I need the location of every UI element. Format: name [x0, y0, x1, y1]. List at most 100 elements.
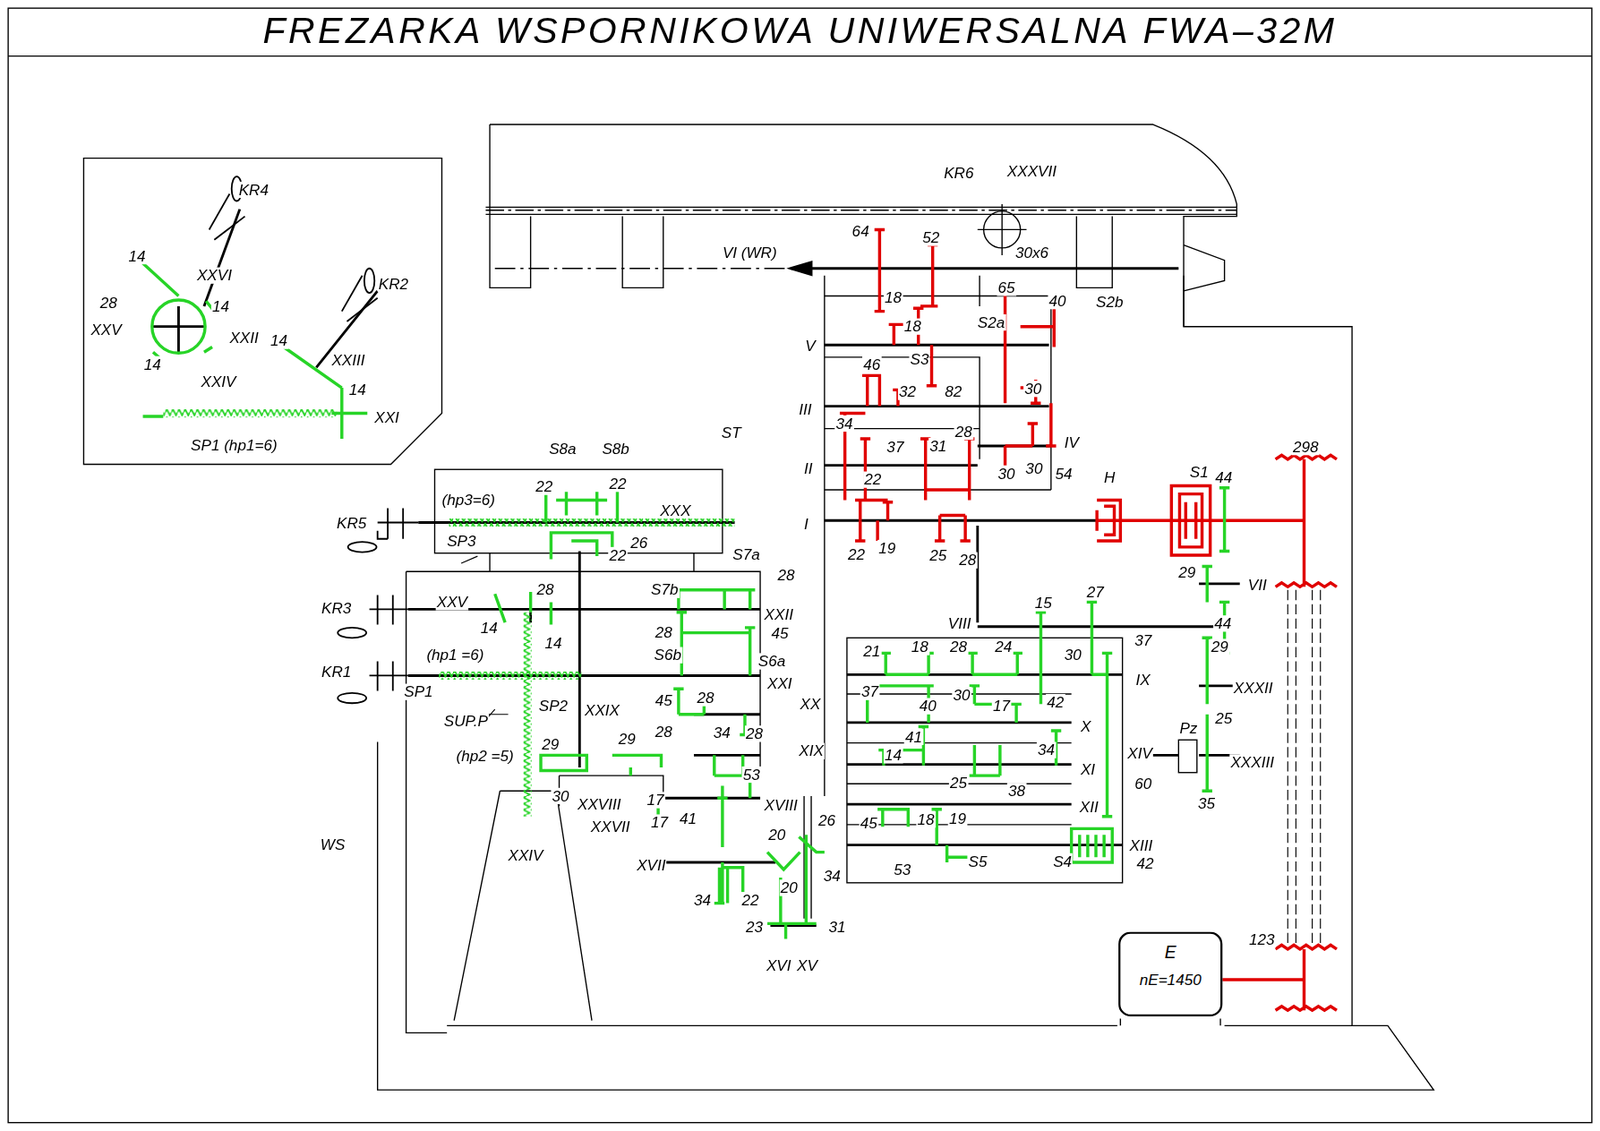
callout-label: 28	[958, 552, 977, 569]
callout-label: SP3	[445, 532, 478, 549]
callout-label: H	[1103, 469, 1117, 486]
callout-label: VIII	[947, 615, 973, 632]
callout-label: 17	[992, 698, 1011, 715]
callout-label: S6b	[652, 647, 683, 664]
callout-label: XXV	[89, 321, 122, 338]
callout-label: S6a	[757, 652, 788, 669]
callout-label: XXXII	[1232, 679, 1275, 696]
screw	[448, 518, 735, 527]
callout-label: 35	[1197, 795, 1216, 812]
callout-label: 26	[817, 812, 837, 829]
callout-label: 25	[1214, 710, 1233, 727]
callout-label: S7a	[731, 546, 762, 563]
callout-label: 41	[904, 728, 924, 745]
callout-label: 28	[695, 689, 715, 706]
callout-label: 22	[863, 471, 882, 488]
callout-label: S2a	[976, 314, 1007, 331]
callout-label: 19	[948, 810, 967, 827]
callout-label: XVI	[765, 957, 793, 974]
callout-label: 15	[1033, 594, 1053, 611]
callout-label: 14	[143, 356, 163, 373]
callout-label: 44	[1214, 469, 1233, 486]
callout-label: XII	[1078, 798, 1100, 815]
callout-label: 45	[859, 815, 879, 832]
callout-label: (hp2 =5)	[454, 747, 514, 764]
callout-label: 31	[928, 437, 948, 454]
callout-label: 38	[1007, 782, 1027, 799]
callout-label: 29	[1210, 638, 1230, 655]
callout-label: 25	[949, 774, 968, 791]
callout-label: 123	[1248, 932, 1276, 949]
callout-label: 14	[211, 298, 231, 315]
shafts	[153, 209, 1241, 926]
callout-label: 34	[822, 867, 842, 884]
callout-label: 40	[918, 698, 938, 715]
motor-box: EnE=1450	[1118, 932, 1223, 1018]
screw	[438, 671, 582, 680]
callout-label: XXV	[436, 593, 469, 610]
callout-label: XX	[798, 695, 822, 712]
callout-label: V	[804, 337, 817, 354]
callout-label: 19	[877, 539, 897, 557]
callout-label: 34	[834, 415, 854, 432]
callout-label: XIX	[797, 743, 825, 760]
callout-label: 22	[534, 479, 554, 496]
title: FREZARKA WSPORNIKOWA UNIWERSALNA FWA–32M	[0, 9, 1600, 52]
callout-label: 30x6	[1014, 245, 1050, 262]
callout-label: 22	[740, 891, 760, 908]
callout-label: S8a	[547, 440, 578, 457]
callout-label: KR4	[238, 181, 271, 198]
callout-label: 20	[779, 879, 799, 896]
callout-label: 54	[1053, 465, 1073, 482]
callout-label: 20	[767, 826, 787, 843]
callout-label: 30	[1063, 647, 1083, 664]
callout-label: VI (WR)	[721, 245, 779, 262]
callout-label: 25	[928, 547, 948, 564]
callout-label: S8b	[600, 440, 631, 457]
callout-label: 27	[1086, 583, 1105, 600]
callout-label: KR1	[320, 663, 353, 680]
callout-label: 82	[943, 384, 963, 401]
callout-label: 298	[1291, 438, 1320, 455]
callout-label: 45	[770, 625, 789, 642]
feed-drive-gears	[143, 263, 1231, 939]
callout-label: VII	[1247, 576, 1268, 593]
screw	[162, 409, 337, 418]
belt	[1287, 590, 1320, 948]
callout-label: 37	[885, 438, 905, 455]
callout-label: 65	[996, 279, 1016, 296]
callout-label: 28	[776, 567, 796, 584]
callout-label: SP1	[402, 684, 435, 701]
motor-speed: nE=1450	[1126, 970, 1215, 990]
callout-label: 40	[1047, 292, 1067, 309]
callout-label: 14	[543, 634, 563, 651]
callout-label: 41	[678, 810, 698, 827]
callout-label: S1	[1189, 464, 1210, 481]
callout-label: S4	[1052, 853, 1073, 870]
callout-label: XXVIII	[576, 795, 623, 813]
callout-label: XV	[795, 957, 819, 974]
callout-label: 46	[862, 356, 882, 373]
callout-label: 18	[903, 318, 923, 335]
callout-label: IX	[1134, 671, 1151, 688]
callout-label: X	[1079, 718, 1093, 735]
callout-label: 32	[898, 384, 917, 401]
callout-label: 29	[1177, 564, 1197, 581]
callout-label: 45	[654, 692, 674, 709]
callout-label: 14	[883, 746, 903, 763]
callout-label: S7b	[650, 581, 680, 599]
callout-label: ST	[720, 424, 743, 441]
callout-label: 30	[996, 465, 1016, 482]
callout-label: KR5	[335, 515, 368, 532]
callout-label: 28	[99, 294, 119, 311]
callout-label: 37	[860, 684, 880, 701]
callout-label: XXIV	[199, 373, 237, 390]
callout-label: XIV	[1126, 744, 1154, 762]
callout-label: (hp1 =6)	[425, 647, 485, 664]
callout-label: S3	[908, 350, 930, 368]
callout-label: 21	[862, 642, 882, 659]
callout-label: XXX	[658, 502, 692, 519]
callout-label: 28	[949, 638, 968, 655]
callout-label: 30	[951, 686, 971, 703]
callout-label: KR2	[377, 275, 411, 292]
